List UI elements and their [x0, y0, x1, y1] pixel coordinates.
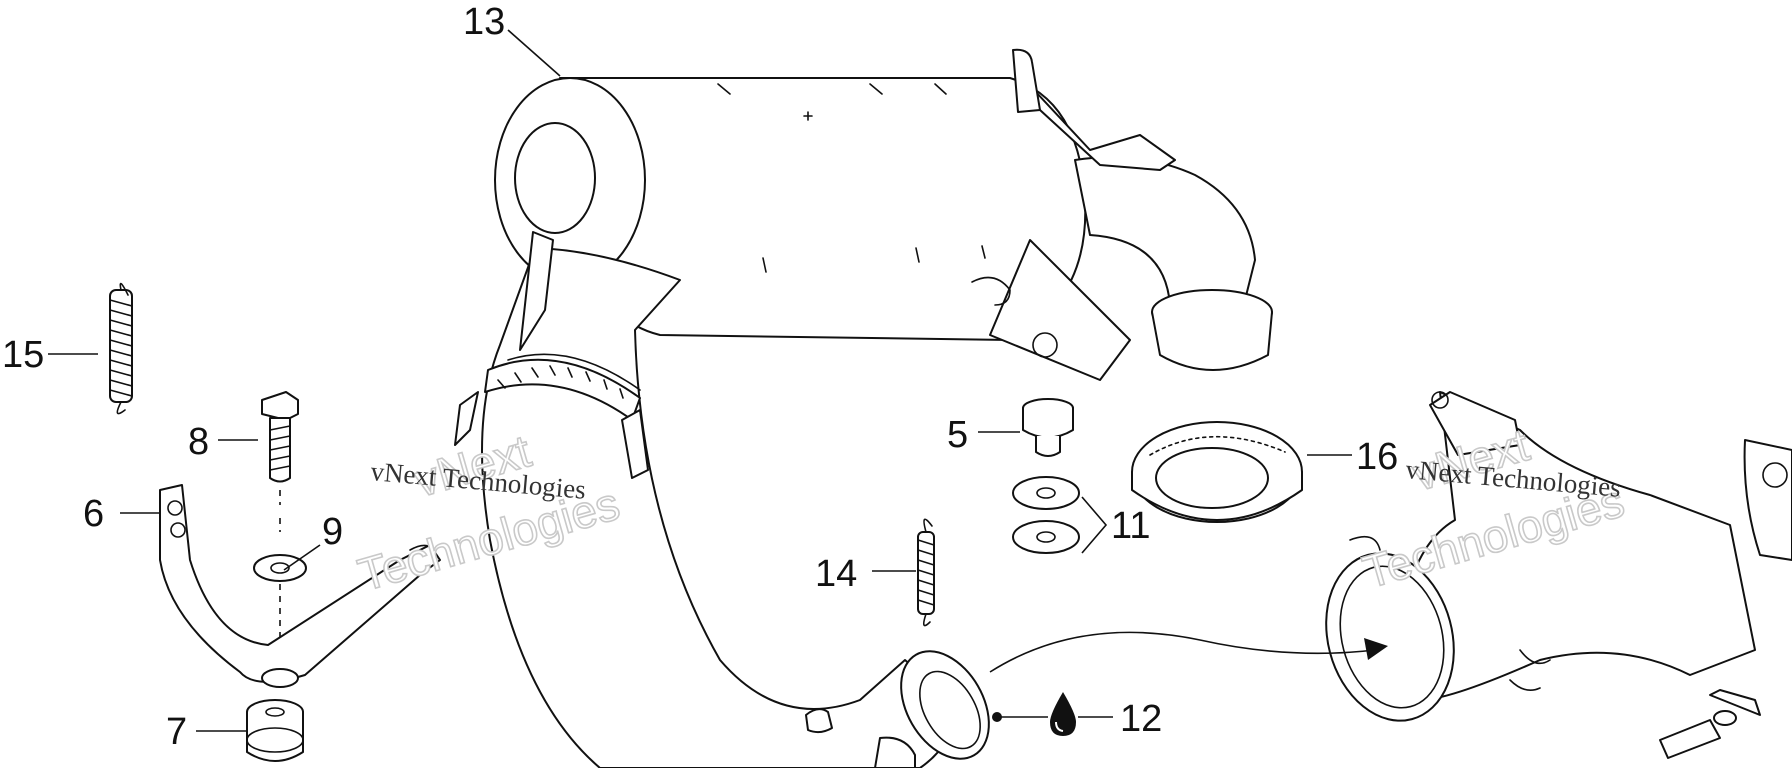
assembly-arrow-head — [1364, 638, 1388, 660]
muffler-13 — [494, 48, 1273, 381]
spring-15 — [109, 282, 133, 415]
bumper-5 — [1022, 398, 1074, 457]
grommet-7 — [246, 699, 304, 762]
callout-9: 9 — [322, 511, 343, 553]
callout-7: 7 — [166, 711, 187, 753]
callout-6: 6 — [83, 493, 104, 535]
washers-11 — [1012, 476, 1080, 554]
drop-icon-12 — [1050, 692, 1076, 736]
head-pipe — [454, 231, 990, 768]
leader-lines — [48, 29, 1352, 732]
spring-14 — [917, 518, 935, 627]
callout-15: 15 — [2, 334, 44, 376]
assembly-arrow — [989, 631, 1376, 673]
washer-9 — [253, 554, 307, 640]
bolt-8 — [261, 391, 299, 532]
callout-16: 16 — [1356, 436, 1398, 478]
seal-16 — [1131, 421, 1303, 523]
callout-11: 11 — [1111, 505, 1150, 547]
callout-13: 13 — [463, 1, 505, 43]
callout-12: 12 — [1120, 698, 1162, 740]
callout-5: 5 — [947, 414, 968, 456]
bracket-6 — [159, 484, 441, 688]
callout-14: 14 — [815, 553, 857, 595]
exhaust-manifold — [1325, 391, 1792, 759]
callout-8: 8 — [188, 421, 209, 463]
